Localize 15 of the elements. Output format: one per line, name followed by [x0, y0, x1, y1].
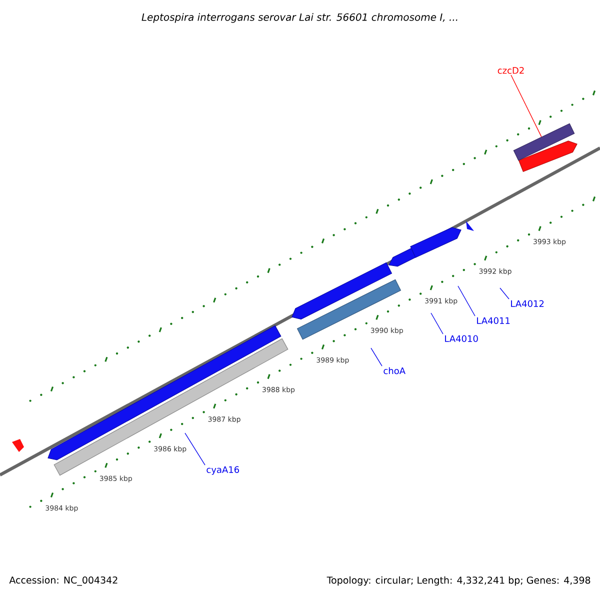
gene-label: cyaA16 [206, 466, 240, 475]
gene-label: LA4012 [511, 300, 544, 307]
leader-line [370, 348, 382, 366]
gene-label: LA4010 [445, 335, 478, 342]
leader-line [430, 312, 444, 334]
leader-line [500, 288, 510, 300]
accession-text: Accession: NC_004342 [9, 576, 118, 586]
gene-bar [513, 123, 575, 161]
leader-line [458, 286, 476, 316]
gene-label: czcD2 [498, 67, 524, 74]
gene-label: LA4011 [477, 317, 510, 324]
genome-info-text: Topology: circular; Length: 4,332,241 bp; Genes: 4,398 [326, 576, 590, 586]
title: Leptospira interrogans serovar Lai str. 56601 chromosome I, ... [142, 13, 458, 23]
gene-label: choA [384, 367, 406, 374]
leader-line [184, 432, 206, 466]
